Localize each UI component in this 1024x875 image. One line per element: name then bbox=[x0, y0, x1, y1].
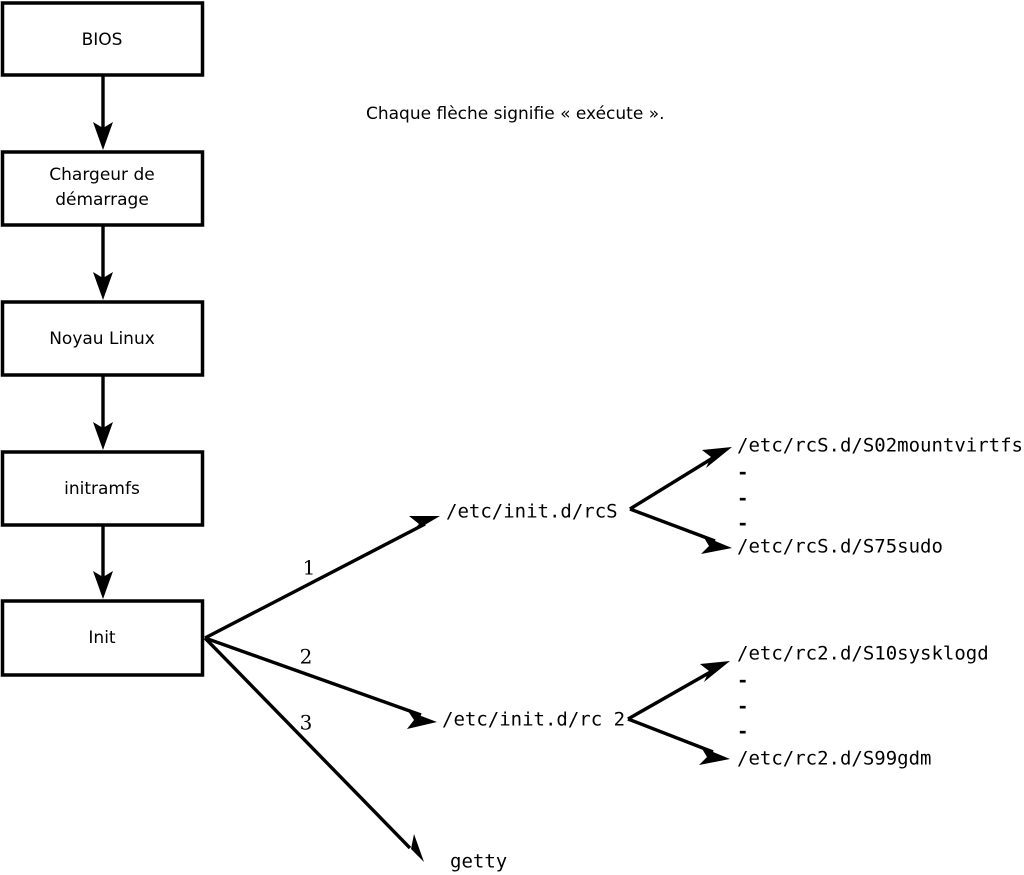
arrow-init-branch-3 bbox=[203, 636, 424, 862]
node-box-initramfs bbox=[0, 450, 205, 527]
arrow-rcs-to-first-script bbox=[629, 447, 732, 511]
arrow-init-branch-2 bbox=[204, 636, 437, 729]
rcs-script-first: /etc/rcS.d/S02mountvirtfs bbox=[737, 435, 1023, 457]
arrow-bootloader-to-kernel bbox=[93, 226, 113, 300]
arrow-rcs-to-last-script bbox=[629, 507, 732, 554]
node-label-bootloader-line1: Chargeur de bbox=[49, 165, 154, 185]
rcs-script-last: /etc/rcS.d/S75sudo bbox=[737, 536, 943, 558]
node-label-initramfs: initramfs bbox=[64, 479, 140, 499]
rc2-ellipsis-dash-1: - bbox=[737, 670, 748, 692]
arrow-init-branch-1 bbox=[204, 516, 440, 640]
branch-target-rcs: /etc/init.d/rcS bbox=[446, 501, 618, 523]
rc2-script-first: /etc/rc2.d/S10sysklogd bbox=[737, 643, 989, 665]
rc2-ellipsis-dash-3: - bbox=[737, 721, 748, 743]
node-box-bootloader bbox=[0, 150, 205, 227]
edge-number-1: 1 bbox=[303, 556, 316, 580]
arrow-initramfs-to-init bbox=[93, 526, 113, 599]
node-label-init: Init bbox=[88, 628, 116, 648]
rcs-ellipsis-dash-2: - bbox=[737, 488, 748, 510]
rcs-ellipsis-dash-3: - bbox=[737, 513, 748, 535]
rcs-ellipsis-dash-1: - bbox=[737, 462, 748, 484]
arrow-bios-to-bootloader bbox=[93, 76, 113, 150]
node-label-kernel: Noyau Linux bbox=[49, 329, 155, 349]
rc2-ellipsis-dash-2: - bbox=[737, 696, 748, 718]
edge-number-3: 3 bbox=[300, 711, 313, 735]
rc2-script-last: /etc/rc2.d/S99gdm bbox=[737, 748, 931, 770]
node-box-init bbox=[0, 599, 205, 677]
arrow-rc2-to-last-script bbox=[627, 717, 730, 765]
node-box-kernel bbox=[0, 300, 205, 377]
node-box-bios bbox=[0, 1, 205, 77]
edge-number-2: 2 bbox=[300, 645, 313, 669]
node-label-bios: BIOS bbox=[82, 30, 123, 50]
diagram-caption: Chaque flèche signifie « exécute ». bbox=[366, 104, 665, 124]
arrow-kernel-to-initramfs bbox=[93, 376, 113, 450]
node-label-bootloader-line2: démarrage bbox=[55, 190, 149, 210]
branch-target-getty: getty bbox=[450, 851, 507, 873]
arrow-rc2-to-first-script bbox=[627, 661, 730, 721]
branch-target-rc2: /etc/init.d/rc 2 bbox=[442, 709, 625, 731]
